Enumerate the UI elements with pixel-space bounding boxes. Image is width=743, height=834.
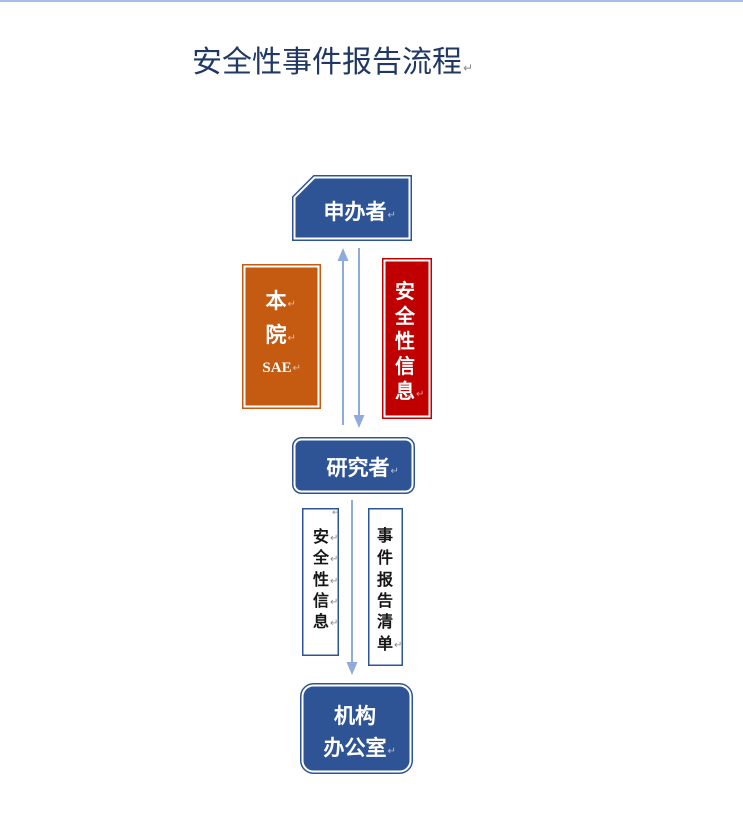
paragraph-mark: ↵	[416, 389, 425, 400]
safety-info-red-line: 安	[395, 279, 415, 303]
investigator-label: 研究者↵	[326, 455, 399, 480]
safety-info-white-line-text: 息	[312, 612, 330, 631]
hospital-sae-line: 本↵	[265, 288, 296, 313]
event-report-list-line-text: 事	[376, 526, 394, 545]
paragraph-mark: ↵	[287, 333, 296, 344]
event-report-list-box[interactable]	[368, 508, 403, 666]
event-report-list-line-text: 件	[376, 548, 394, 567]
paragraph-mark: ↵	[387, 746, 396, 757]
safety-info-red-line-text: 息	[395, 379, 415, 403]
hospital-sae-line-text: 院	[265, 322, 287, 347]
safety-info-white-line: 息↵	[312, 612, 338, 632]
paragraph-mark: ↵	[330, 597, 339, 608]
hospital-sae-box-ring	[243, 265, 320, 408]
event-report-list-line-text: 单	[376, 634, 394, 653]
safety-info-white-line-text: 信	[312, 591, 330, 610]
page-top-edge	[0, 0, 743, 2]
safety-info-white-line-text: 安	[312, 527, 330, 546]
arrow-head-down-icon	[353, 415, 365, 428]
paragraph-mark: ↵	[387, 210, 396, 221]
document-title-text: 安全性事件报告流程	[192, 45, 462, 80]
institution-office-line-text: 机构	[334, 703, 376, 728]
safety-info-red-box[interactable]	[382, 258, 432, 419]
event-report-list-line: 单↵	[376, 634, 402, 654]
sponsor-node-ring	[293, 176, 411, 240]
paragraph-mark: ↵	[292, 363, 301, 374]
paragraph-mark: ↵	[390, 466, 399, 477]
safety-info-white-line: 性↵	[312, 570, 338, 590]
safety-info-red-line: 息↵	[395, 379, 424, 403]
safety-info-white-line-text: 全	[312, 548, 330, 567]
paragraph-mark: ↵	[332, 508, 340, 518]
institution-office-node-ring	[301, 684, 412, 773]
paragraph-mark: ↵	[330, 618, 339, 629]
safety-info-white-box[interactable]	[302, 508, 339, 656]
institution-office-line: 办公室↵	[323, 735, 396, 760]
investigator-node[interactable]	[292, 437, 415, 494]
paragraph-mark: ↵	[330, 554, 339, 565]
arrow-sponsor-to-investigator[interactable]	[353, 248, 365, 428]
safety-info-red-line-text: 全	[395, 304, 415, 328]
sponsor-label-text: 申办者	[323, 199, 387, 224]
document-title: 安全性事件报告流程↵	[192, 45, 473, 80]
institution-office-node[interactable]	[300, 683, 413, 774]
event-report-list-line: 清	[377, 612, 393, 632]
hospital-sae-line: SAE↵	[262, 359, 301, 377]
hospital-sae-line: 院↵	[265, 322, 296, 347]
paragraph-mark: ↵	[330, 533, 339, 544]
safety-info-red-line-text: 安	[395, 279, 415, 303]
safety-info-white-line-text: 性	[312, 570, 330, 589]
event-report-list-line-text: 告	[376, 591, 394, 610]
investigator-node-ring	[293, 438, 414, 493]
event-report-list-line: 告	[377, 591, 393, 611]
arrow-investigator-to-sponsor[interactable]	[337, 248, 349, 425]
event-report-list-line: 报	[377, 570, 393, 590]
safety-info-white-line: 信↵	[312, 591, 338, 611]
paragraph-mark: ↵	[287, 299, 296, 310]
event-report-list-line: 件	[377, 548, 393, 568]
arrow-head-down-icon	[346, 662, 358, 675]
hospital-sae-line-text: 本	[265, 288, 287, 313]
arrow-investigator-to-office[interactable]	[346, 500, 358, 675]
institution-office-line-text: 办公室	[323, 735, 387, 760]
safety-info-white-line: 安↵	[312, 527, 338, 547]
event-report-list-line-text: 清	[376, 612, 394, 631]
sponsor-node[interactable]	[292, 175, 412, 241]
hospital-sae-line-text: SAE	[262, 360, 292, 376]
arrow-head-up-icon	[337, 248, 349, 261]
safety-info-red-line-text: 性	[395, 329, 415, 353]
paragraph-mark: ↵	[330, 576, 339, 587]
safety-info-red-line-text: 信	[395, 354, 415, 378]
safety-info-red-box-ring	[383, 259, 431, 418]
sponsor-label: 申办者↵	[323, 199, 396, 224]
paragraph-mark: ↵	[463, 61, 474, 75]
safety-info-white-line: 全↵	[312, 548, 338, 568]
investigator-label-text: 研究者	[326, 455, 390, 480]
event-report-list-line-text: 报	[376, 570, 394, 589]
safety-info-red-line: 性	[395, 329, 415, 353]
safety-info-red-line: 信	[395, 354, 415, 378]
paragraph-mark: ↵	[394, 640, 403, 651]
safety-info-red-line: 全	[395, 304, 415, 328]
institution-office-line: 机构	[334, 704, 376, 728]
event-report-list-line: 事	[377, 526, 393, 546]
hospital-sae-box[interactable]	[242, 264, 321, 409]
